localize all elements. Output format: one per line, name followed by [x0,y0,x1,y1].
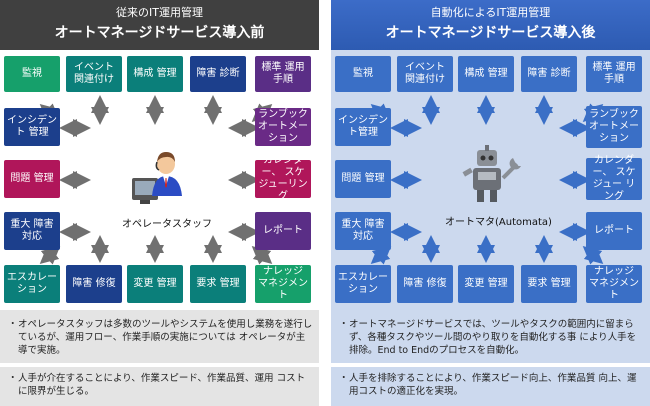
after-note-1-text: オートマネージドサービスでは、ツールやタスクの範囲内に留まらず、各種タスクやツー… [349,319,637,356]
box-fault-diagnosis: 障害 診断 [521,56,577,92]
box-knowledge-management: ナレッジ マネジメント [255,265,311,303]
bullet: ・ [339,373,349,384]
before-diagram: 監視 イベント 関連付け 構成 管理 障害 診断 標準 運用手順 インシデント … [0,50,319,310]
box-monitoring: 監視 [335,56,391,92]
after-notes: ・ オートマネージドサービスでは、ツールやタスクの範囲内に留まらず、各種タスクや… [331,310,650,406]
box-fault-repair: 障害 修復 [66,265,122,303]
before-header-subtitle: 従来のIT運用管理 [116,6,203,19]
before-header-title: オートマネージドサービス導入前 [54,25,265,41]
box-escalation: エスカレー ション [4,265,60,303]
after-header-subtitle: 自動化によるIT運用管理 [430,6,551,19]
box-request-management: 要求 管理 [190,265,246,303]
double-arrow-icon [39,245,61,265]
after-note-2-text: 人手を排除することにより、作業スピード向上、作業品質 向上、運用コストの適正化を… [349,373,637,397]
box-report: レポート [255,212,311,250]
box-knowledge-management: ナレッジ マネジメント [586,265,642,303]
box-standard-procedures: 標準 運用手順 [586,56,642,92]
before-notes: ・ オペレータスタッフは多数のツールやシステムを使用し業務を遂行しているが、運用… [0,310,319,406]
box-fault-diagnosis: 障害 診断 [190,56,246,92]
automata-label: オートマタ(Automata) [445,217,552,228]
box-event-correlation: イベント 関連付け [66,56,122,92]
box-monitoring: 監視 [4,56,60,92]
after-note-2: ・ 人手を排除することにより、作業スピード向上、作業品質 向上、運用コストの適正… [339,372,644,398]
before-note-2-text: 人手が介在することにより、作業スピード、作業品質、運用 コストに限界が生じる。 [18,373,306,397]
box-incident-management: インシデント 管理 [4,108,60,146]
box-major-incident: 重大 障害対応 [4,212,60,250]
box-change-management: 変更 管理 [127,265,183,303]
double-arrow-icon [582,245,604,265]
after-panel: 自動化によるIT運用管理 オートマネージドサービス導入後 監視 イベント 関連付… [331,0,650,406]
box-report: レポート [586,212,642,250]
box-configuration-management: 構成 管理 [127,56,183,92]
after-header-title: オートマネージドサービス導入後 [385,25,596,41]
divider [331,363,650,367]
box-escalation: エスカレー ション [335,265,391,303]
before-header: 従来のIT運用管理 オートマネージドサービス導入前 [0,0,319,50]
operator-person-icon [132,152,182,204]
divider [0,363,319,367]
double-arrow-icon [251,245,273,265]
box-calendar-scheduling: カレンダー、 スケジュー リング [586,155,642,202]
box-configuration-management: 構成 管理 [458,56,514,92]
box-runbook-automation: ランブック オートメーション [255,108,311,146]
box-standard-procedures: 標準 運用手順 [255,56,311,92]
box-runbook-automation: ランブック オートメー ション [586,106,642,148]
after-diagram: 監視 イベント 関連付け 構成 管理 障害 診断 標準 運用手順 インシデン ト… [331,50,650,310]
operator-label: オペレータスタッフ [122,219,212,230]
box-incident-management: インシデン ト管理 [335,108,391,146]
before-note-2: ・ 人手が介在することにより、作業スピード、作業品質、運用 コストに限界が生じる… [8,372,313,398]
after-header: 自動化によるIT運用管理 オートマネージドサービス導入後 [331,0,650,50]
bullet: ・ [8,319,18,330]
box-fault-repair: 障害 修復 [397,265,453,303]
after-note-1: ・ オートマネージドサービスでは、ツールやタスクの範囲内に留まらず、各種タスクや… [339,318,644,357]
bullet: ・ [8,373,18,384]
box-change-management: 変更 管理 [458,265,514,303]
box-event-correlation: イベント 関連付け [397,56,453,92]
before-note-1-text: オペレータスタッフは多数のツールやシステムを使用し業務を遂行しているが、運用フロ… [18,319,313,356]
before-panel: 従来のIT運用管理 オートマネージドサービス導入前 監視 イベント 関連付け 構… [0,0,319,406]
box-request-management: 要求 管理 [521,265,577,303]
bullet: ・ [339,319,349,330]
robot-wrench-icon [462,145,521,202]
double-arrow-icon [370,245,392,265]
before-note-1: ・ オペレータスタッフは多数のツールやシステムを使用し業務を遂行しているが、運用… [8,318,313,357]
box-major-incident: 重大 障害対応 [335,212,391,250]
box-problem-management: 問題 管理 [335,160,391,198]
box-problem-management: 問題 管理 [4,160,60,198]
box-calendar-scheduling: カレンダー、 スケジューリング [255,155,311,202]
